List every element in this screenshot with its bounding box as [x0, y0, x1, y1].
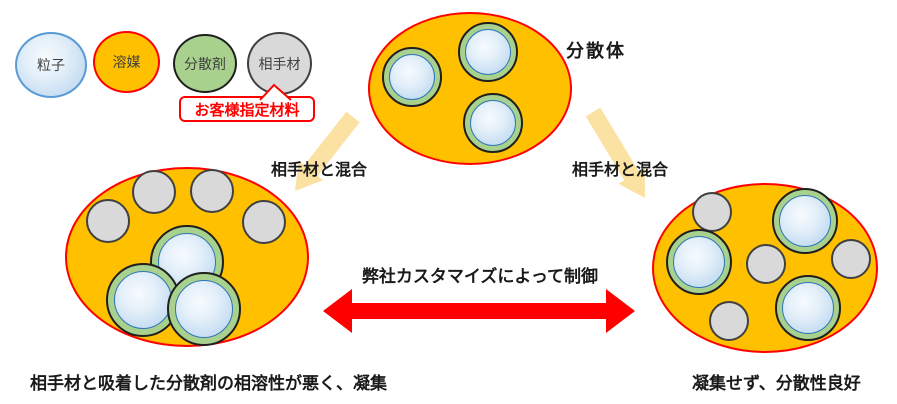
particle-with-dispersant	[382, 47, 442, 107]
particle-with-dispersant	[106, 263, 180, 337]
dispersed-caption: 凝集せず、分散性良好	[692, 374, 861, 393]
partner-material-circle	[692, 192, 732, 232]
particle-core	[782, 282, 834, 334]
particle-core	[175, 280, 233, 338]
partner-material-circle	[190, 169, 234, 213]
partner-material-circle	[132, 170, 176, 214]
partner-material-circle	[831, 239, 871, 279]
particle-core	[389, 54, 435, 100]
legend-particle-label: 粒子	[37, 57, 65, 73]
particle-with-dispersant	[463, 93, 523, 153]
legend-dispersant-label: 分散剤	[184, 55, 226, 72]
particle-with-dispersant	[666, 229, 732, 295]
legend-partner-label: 相手材	[258, 55, 301, 72]
partner-material-circle	[746, 244, 786, 284]
legend-partner-circle: 相手材	[247, 32, 312, 95]
partner-material-circle	[709, 301, 749, 341]
legend-particle-circle: 粒子	[15, 32, 87, 98]
legend-solvent-label: 溶媒	[112, 54, 141, 70]
partner-material-circle	[242, 200, 286, 244]
particle-core	[673, 236, 725, 288]
mix-right-arrow-icon	[585, 107, 645, 198]
particle-core	[470, 100, 516, 146]
partner-material-circle	[86, 199, 130, 243]
legend-solvent-circle: 溶媒	[93, 31, 160, 93]
particle-core	[779, 195, 831, 247]
mix-left-label: 相手材と混合	[271, 162, 368, 179]
particle-with-dispersant	[775, 275, 841, 341]
legend-dispersant-circle: 分散剤	[173, 34, 237, 93]
particle-core	[114, 271, 172, 329]
aggregated-caption: 相手材と吸着した分散剤の相溶性が悪く、凝集	[30, 374, 387, 393]
particle-with-dispersant	[772, 188, 838, 254]
particle-with-dispersant	[167, 272, 241, 346]
particle-core	[465, 29, 511, 75]
customer-material-callout-label: お客様指定材料	[194, 101, 300, 119]
control-arrow-label: 弊社カスタマイズによって制御	[361, 267, 599, 286]
mix-right-label: 相手材と混合	[572, 162, 669, 179]
particle-with-dispersant	[458, 22, 518, 82]
customer-material-callout: お客様指定材料	[179, 96, 315, 122]
dispersion-label: 分散体	[566, 41, 626, 61]
control-double-arrow-icon	[323, 289, 635, 333]
